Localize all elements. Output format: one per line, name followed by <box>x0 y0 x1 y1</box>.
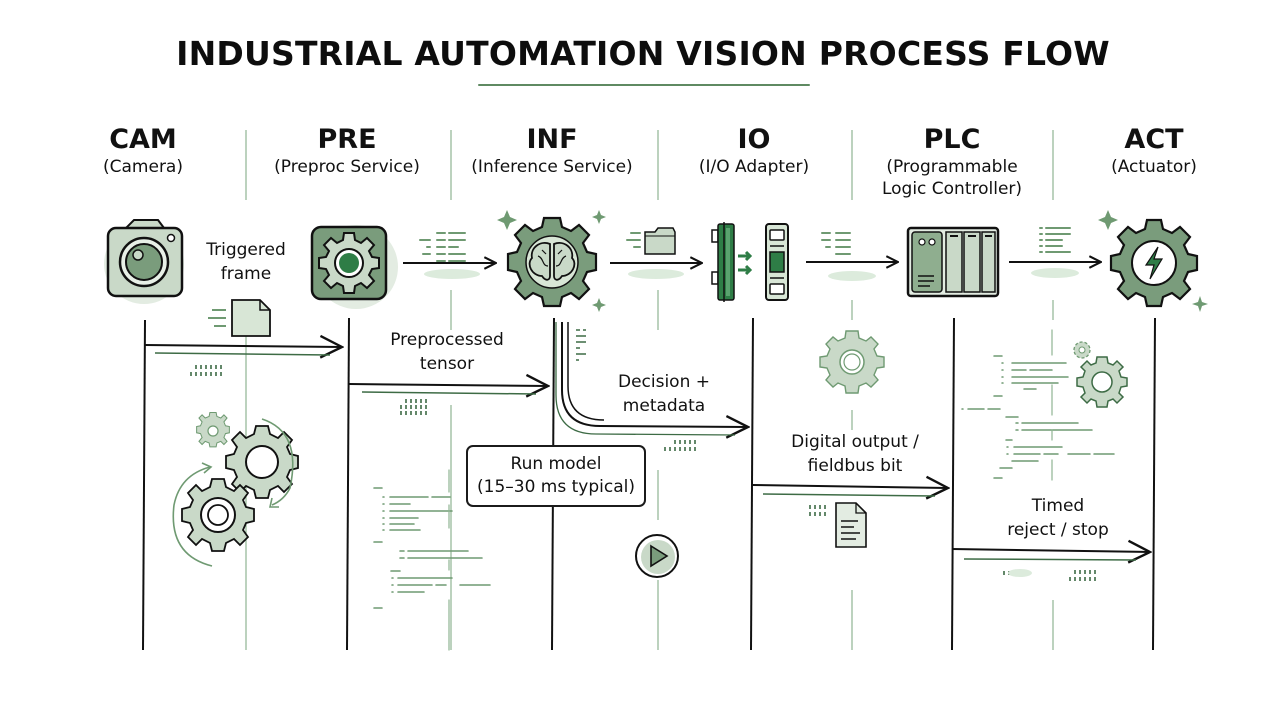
participant-abbr: INF <box>526 124 578 155</box>
brain-gear-icon <box>506 216 598 308</box>
participant-full-name: (Programmable Logic Controller) <box>881 157 1023 199</box>
gear-icon <box>819 330 885 394</box>
message-arrow-inf-io <box>561 322 748 427</box>
data-decorations <box>419 227 1071 262</box>
participant-abbr: PLC <box>923 124 981 155</box>
code-lines-decoration <box>961 329 1115 481</box>
participant-abbr: ACT <box>1124 124 1184 155</box>
participant-full-name: (I/O Adapter) <box>698 157 810 177</box>
diagram-title: INDUSTRIAL AUTOMATION VISION PROCESS FLO… <box>176 34 1110 73</box>
icon-connectors <box>403 262 1101 263</box>
participant-abbr: IO <box>737 124 771 155</box>
lifelines <box>142 317 1156 651</box>
sparkle-icon <box>1098 210 1118 230</box>
message-arrows <box>144 322 1150 560</box>
note-line-2: (15–30 ms typical) <box>477 477 635 497</box>
participant-header-pre: PRE (Preproc Service) <box>237 124 457 178</box>
message-arrow-pre-inf <box>348 384 548 386</box>
highlight-smudge <box>1008 569 1032 577</box>
participant-full-name: (Preproc Service) <box>274 157 420 177</box>
participant-header-inf: INF (Inference Service) <box>442 124 662 178</box>
sparkle-icon <box>1192 296 1208 312</box>
message-arrow-cam-pre <box>144 345 342 347</box>
participant-full-name: (Camera) <box>103 157 183 177</box>
camera-icon <box>104 219 184 304</box>
document-icon <box>835 502 867 548</box>
message-label-preprocessed-tensor: Preprocessed tensor <box>390 330 504 374</box>
participant-full-name: (Actuator) <box>1111 157 1197 177</box>
small-gears-decoration <box>1073 341 1128 408</box>
participant-abbr: PRE <box>317 124 377 155</box>
participant-header-io: IO (I/O Adapter) <box>644 124 864 178</box>
lifeline-io <box>750 317 754 651</box>
sparkle-icon <box>497 210 517 230</box>
title-underline <box>478 84 810 86</box>
lifeline-plc <box>951 317 955 651</box>
code-lines-decoration <box>373 469 491 651</box>
message-label-timed-reject: Timed reject / stop <box>1007 496 1109 540</box>
lifeline-pre <box>346 317 350 651</box>
io-module-icon <box>711 222 789 302</box>
sparkle-decorations <box>497 210 1208 312</box>
plc-rack-icon <box>906 226 1000 298</box>
rotation-arrow <box>172 466 213 567</box>
message-label-triggered-frame: Triggered frame <box>206 240 286 284</box>
rotation-arrow <box>261 418 294 506</box>
play-icon <box>635 534 679 578</box>
lifeline-cam <box>142 319 146 651</box>
connector-highlights <box>424 268 1079 281</box>
participant-abbr: CAM <box>109 124 177 155</box>
message-arrow-io-plc <box>752 485 948 488</box>
lifeline-act <box>1152 317 1156 651</box>
message-arrow-plc-act <box>951 549 1150 552</box>
message-label-digital-output: Digital output / fieldbus bit <box>791 432 919 476</box>
rotating-gears-icon <box>172 412 299 567</box>
gear-icon <box>310 225 398 309</box>
document-icon <box>208 299 271 337</box>
lightning-gear-icon <box>1109 218 1199 308</box>
folder-icon <box>644 227 676 255</box>
participant-header-cam: CAM (Camera) <box>33 124 253 178</box>
participant-header-act: ACT (Actuator) <box>1044 124 1264 178</box>
message-label-decision-metadata: Decision + metadata <box>617 372 711 416</box>
note-line-1: Run model <box>510 454 602 474</box>
note-run-model: Run model (15–30 ms typical) <box>466 445 646 507</box>
sparkle-icon <box>592 210 606 224</box>
sparkle-icon <box>592 298 606 312</box>
participant-header-plc: PLC (Programmable Logic Controller) <box>842 124 1062 200</box>
participant-full-name: (Inference Service) <box>471 157 633 177</box>
